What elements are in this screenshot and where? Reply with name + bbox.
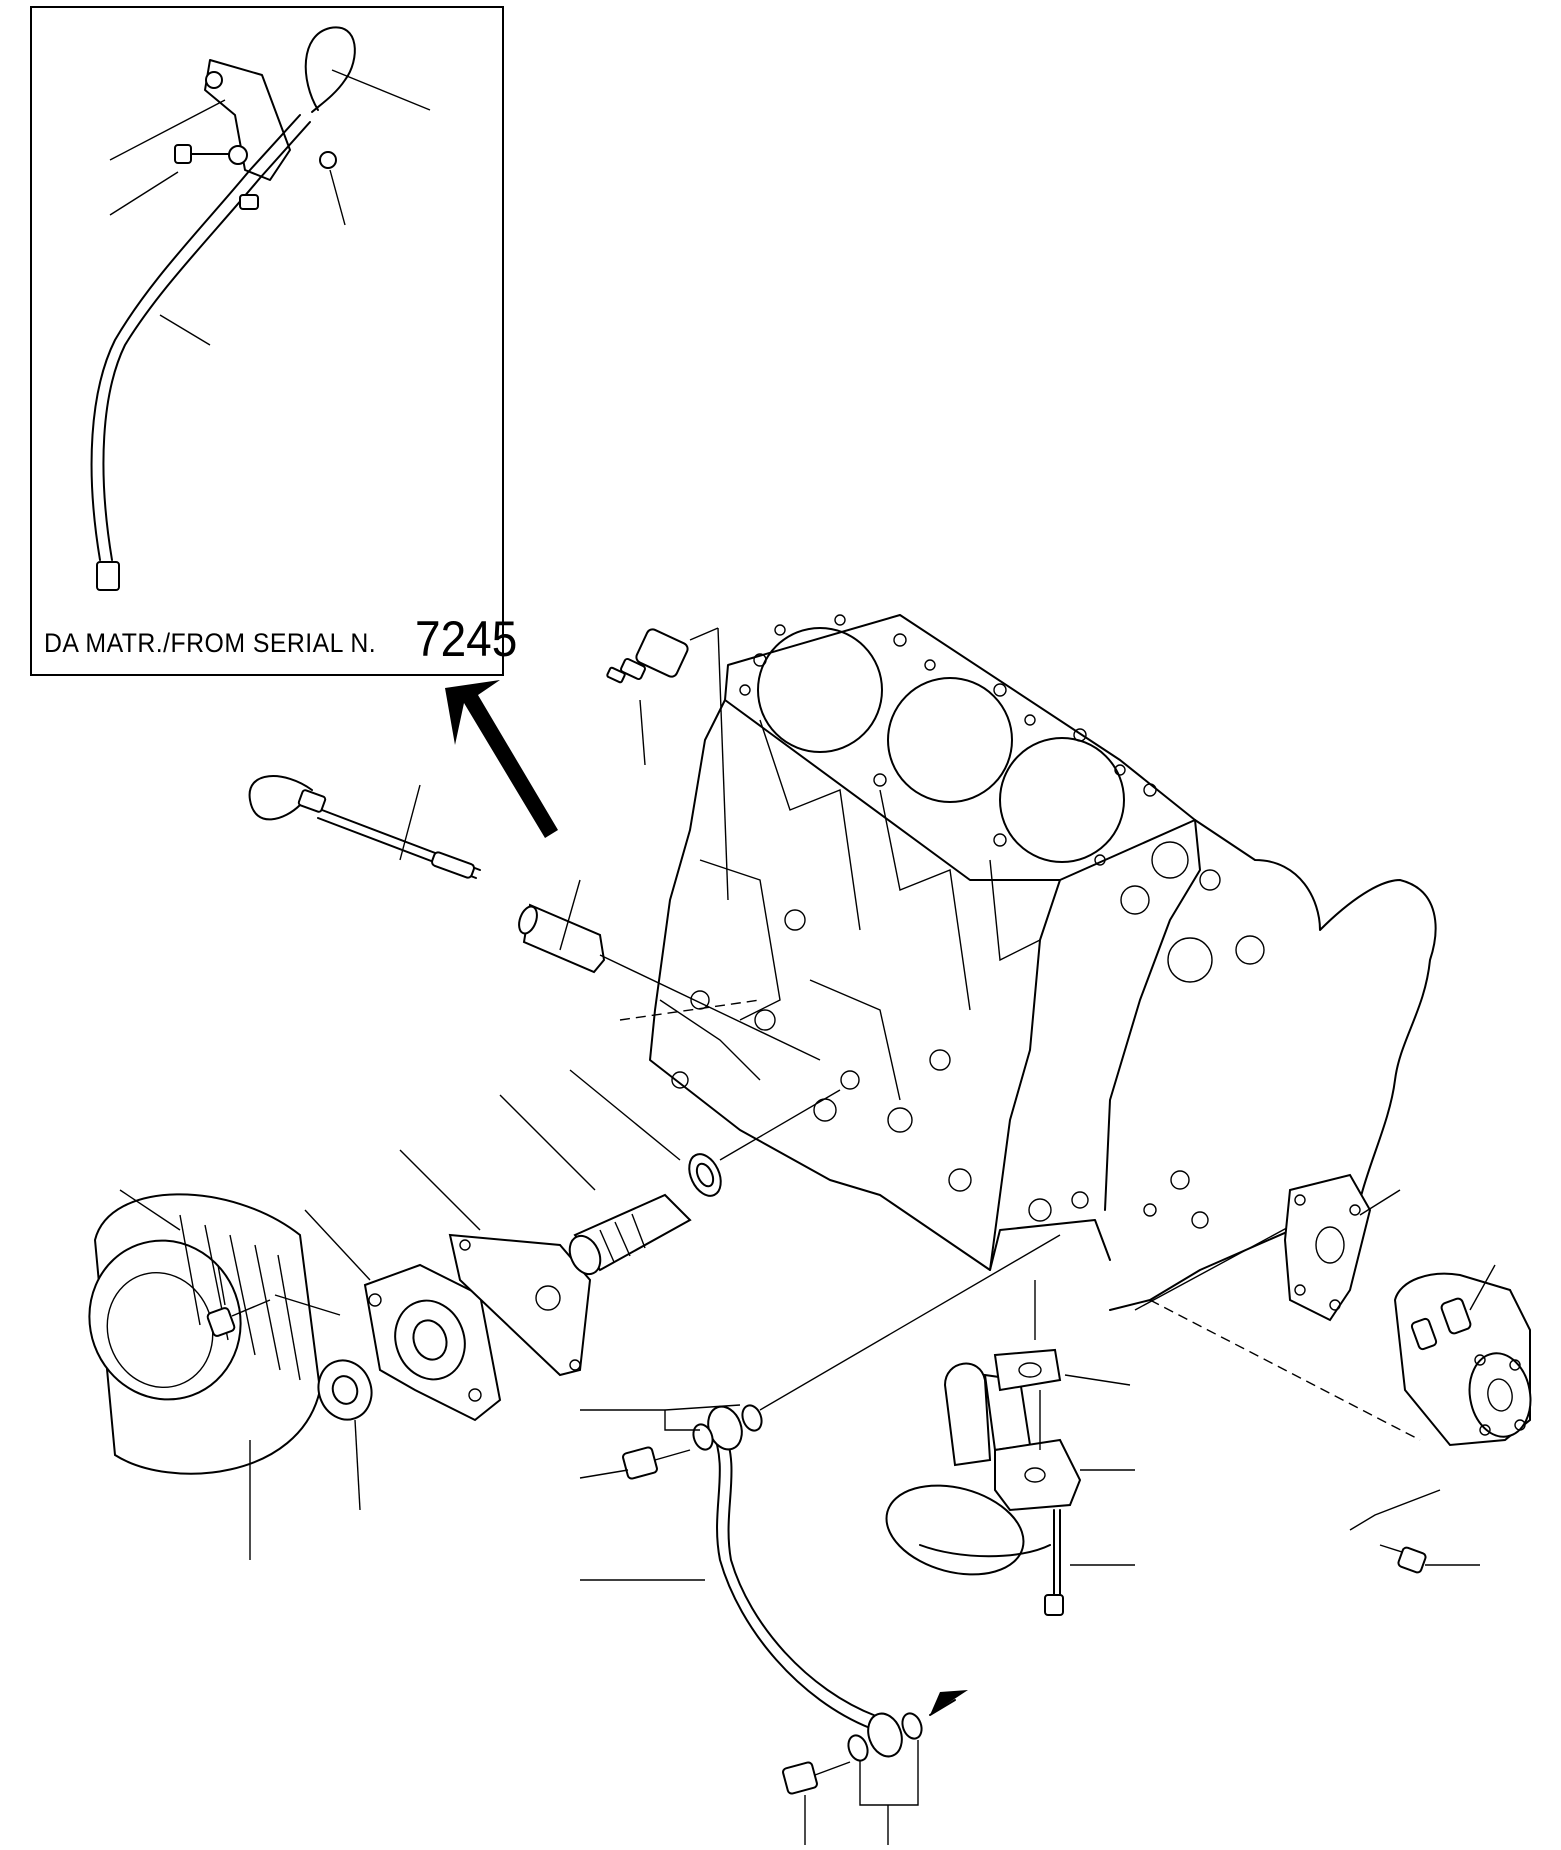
oil-pipe-assembly xyxy=(579,1234,1061,1845)
cylinder-bore-3 xyxy=(999,737,1125,863)
inset-bracket xyxy=(204,59,291,181)
cylinder-bore-1 xyxy=(757,627,883,753)
cylinder-bore-2 xyxy=(887,677,1013,803)
oil-filter xyxy=(88,1189,322,1560)
oil-strainer xyxy=(885,1280,1135,1616)
inset-bolt xyxy=(174,144,248,165)
arrow-up-right-icon xyxy=(929,1690,968,1716)
serial-caption-text: DA MATR./FROM SERIAL N. xyxy=(44,628,377,658)
oil-pump xyxy=(1283,1173,1532,1574)
inset-later-version-frame: DA MATR./FROM SERIAL N. 7245 xyxy=(30,6,517,676)
engine-block xyxy=(649,614,1437,1311)
inset-nut xyxy=(319,151,337,169)
filter-head xyxy=(304,1209,502,1422)
filter-nipple xyxy=(317,1359,373,1511)
assembly-center-lines xyxy=(619,999,1421,1441)
serial-number: 7245 xyxy=(415,611,518,667)
inset-dipstick-assembly xyxy=(90,26,431,591)
oil-pressure-switch xyxy=(606,627,729,901)
filter-gasket xyxy=(399,1149,592,1377)
relief-valve xyxy=(499,1094,692,1276)
inset-dipstick-tube xyxy=(90,114,301,561)
filter-head-bolt xyxy=(206,1264,341,1337)
inset-tube-end xyxy=(96,561,120,591)
dipstick-handle xyxy=(248,775,313,821)
dipstick-assembly xyxy=(248,775,821,1061)
inset-caption: DA MATR./FROM SERIAL N. 7245 xyxy=(44,610,526,668)
inset-dipstick-handle xyxy=(304,26,356,113)
sealing-washer xyxy=(569,1069,841,1197)
arrow-up-left-icon xyxy=(445,680,558,838)
